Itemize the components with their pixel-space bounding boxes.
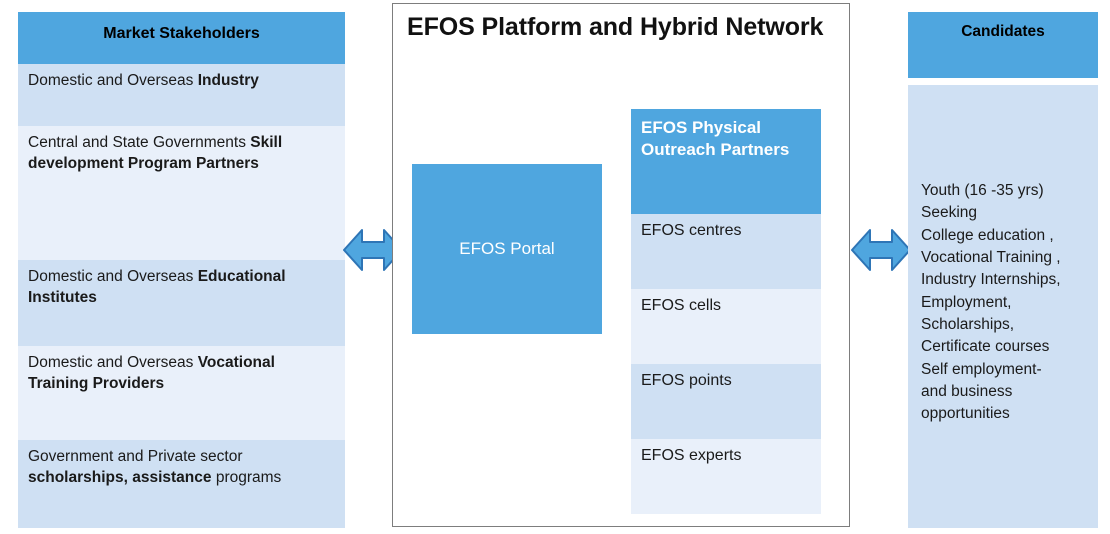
- candidates-header: Candidates: [908, 12, 1098, 78]
- outreach-item-centres[interactable]: EFOS centres: [631, 214, 821, 289]
- stakeholder-row-industry: Domestic and Overseas Industry: [18, 64, 345, 126]
- efos-portal-label: EFOS Portal: [459, 239, 555, 258]
- panel-title: EFOS Platform and Hybrid Network: [407, 13, 824, 41]
- row-text-bold: Vocational Training Providers: [28, 354, 275, 392]
- efos-portal-box[interactable]: EFOS Portal: [412, 164, 602, 334]
- stakeholder-row-scholarships: Government and Private sector scholarshi…: [18, 440, 345, 528]
- efos-outreach-stack: EFOS Physical Outreach Partners EFOS cen…: [631, 109, 821, 514]
- candidates-column: Candidates Youth (16 -35 yrs) Seeking Co…: [908, 12, 1098, 528]
- row-text-plain-tail: programs: [211, 468, 282, 486]
- outreach-item-points[interactable]: EFOS points: [631, 364, 821, 439]
- candidates-body-text: Youth (16 -35 yrs) Seeking College educa…: [908, 85, 1098, 528]
- row-text-plain: Central and State Governments: [28, 134, 251, 151]
- row-text-bold: Industry: [197, 72, 259, 89]
- stakeholder-row-vocational-training: Domestic and Overseas Vocational Trainin…: [18, 346, 345, 440]
- outreach-item-experts[interactable]: EFOS experts: [631, 439, 821, 514]
- stakeholder-row-governments: Central and State Governments Skill deve…: [18, 126, 345, 260]
- stakeholder-row-educational-institutes: Domestic and Overseas Educational Instit…: [18, 260, 345, 346]
- double-arrow-right-icon: [850, 222, 912, 278]
- efos-outreach-header: EFOS Physical Outreach Partners: [631, 109, 821, 214]
- efos-platform-panel: EFOS Platform and Hybrid Network EFOS Po…: [392, 3, 850, 527]
- row-text-plain: Domestic and Overseas: [28, 268, 198, 285]
- market-stakeholders-header: Market Stakeholders: [18, 12, 345, 64]
- row-text-bold: scholarships, assistance: [28, 468, 212, 486]
- row-text-bold: Skill development Program Partners: [28, 134, 283, 172]
- row-text-plain: Domestic and Overseas: [28, 72, 198, 89]
- market-stakeholders-column: Market Stakeholders Domestic and Oversea…: [18, 12, 345, 528]
- row-text-bold: Educational Institutes: [28, 268, 286, 306]
- row-text-plain: Government and Private sector: [28, 448, 243, 465]
- row-text-plain: Domestic and Overseas: [28, 354, 198, 371]
- outreach-item-cells[interactable]: EFOS cells: [631, 289, 821, 364]
